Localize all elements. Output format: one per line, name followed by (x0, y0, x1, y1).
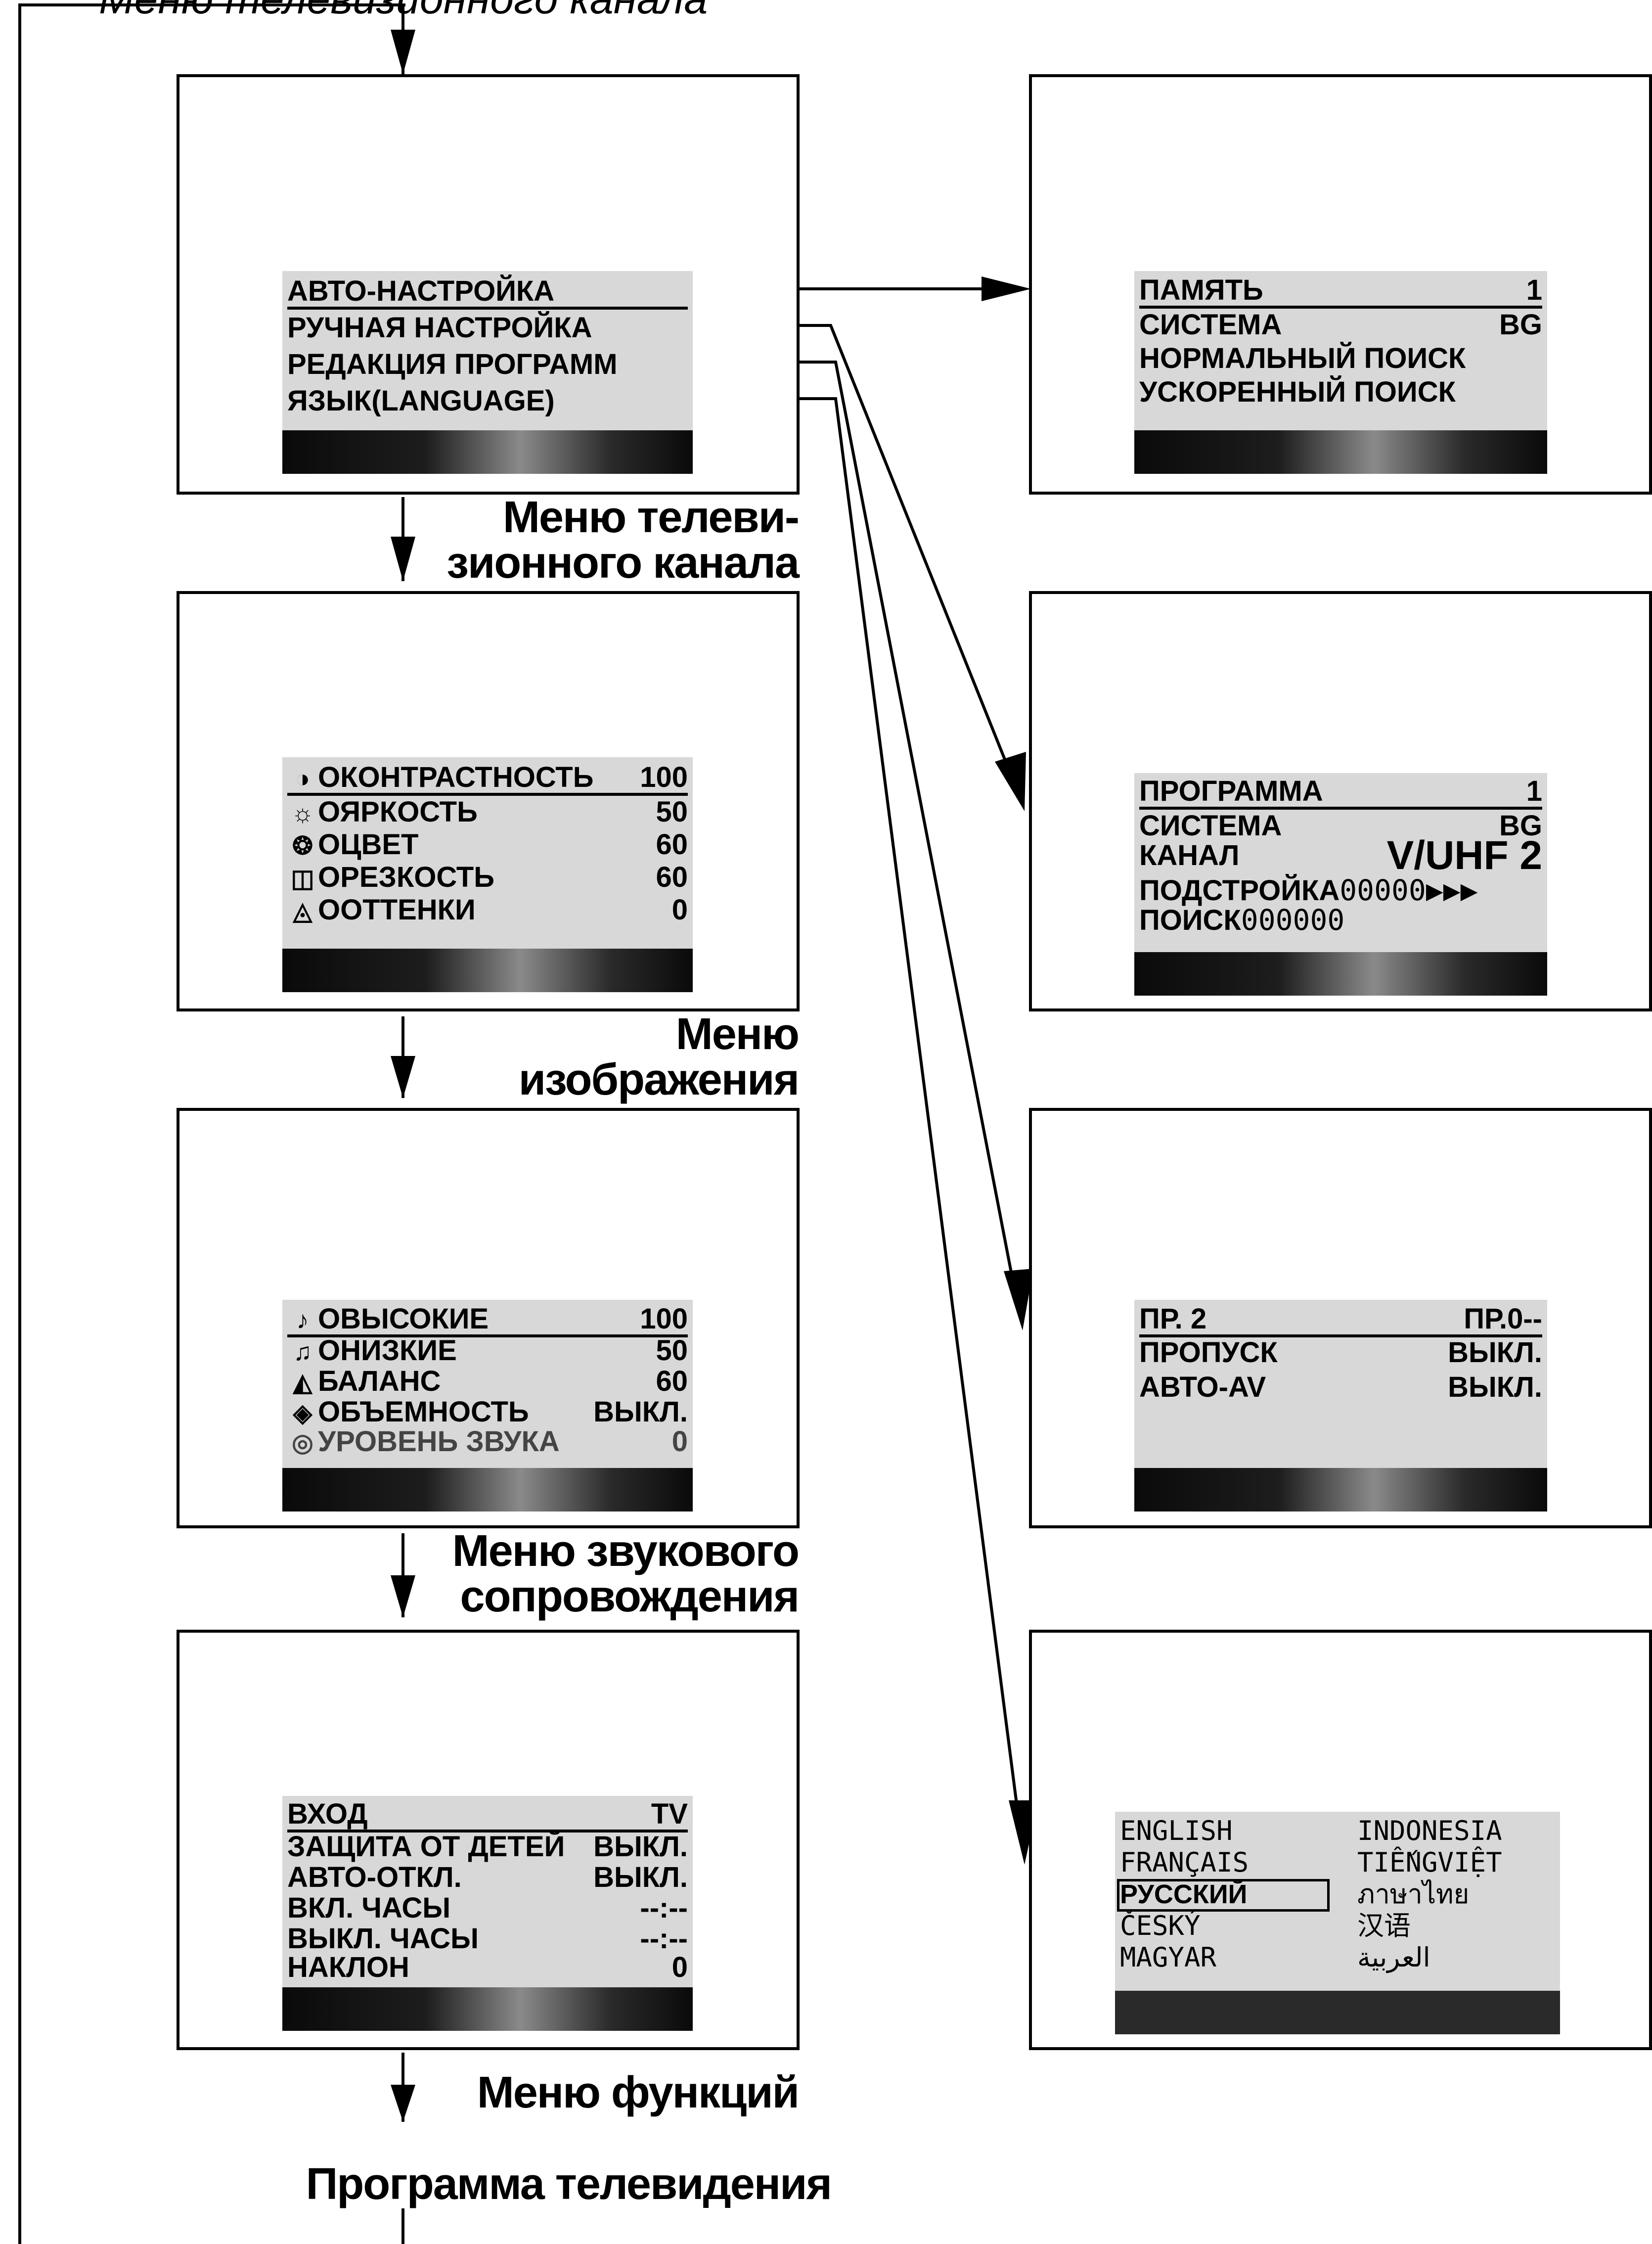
function-item-off-timer[interactable]: ВЫКЛ. ЧАСЫ--:-- (287, 1923, 688, 1955)
menu-item-auto-tuning[interactable]: АВТО-НАСТРОЙКА (287, 276, 688, 310)
function-item-auto-off[interactable]: АВТО-ОТКЛ.ВЫКЛ. (287, 1861, 688, 1893)
language-option-french[interactable]: FRANÇAIS (1120, 1847, 1249, 1878)
color-icon: ❂ (292, 832, 313, 860)
top-caption: Меню телевизионного канала (99, 0, 708, 22)
treble-icon: ♪ (296, 1306, 309, 1334)
language-option-chinese[interactable]: 汉语 (1357, 1911, 1411, 1941)
menu-item-language[interactable]: ЯЗЫК(LANGUAGE) (287, 385, 555, 417)
sound-caption: Меню звукового сопровождения (452, 1526, 800, 1621)
tint-icon: ◬ (293, 897, 313, 925)
brightness-icon: ☼ (291, 799, 314, 827)
language-option-vietnamese[interactable]: TIẾNGVIỆT (1357, 1847, 1502, 1878)
menu-footer-bar (282, 1987, 693, 2031)
menu-footer-bar (282, 430, 693, 474)
menu-footer-bar (1134, 430, 1547, 474)
tv-channel-menu: АВТО-НАСТРОЙКА РУЧНАЯ НАСТРОЙКА РЕДАКЦИЯ… (282, 271, 693, 474)
language-menu: ENGLISH FRANÇAIS РУССКИЙ ČESKÝ MAGYAR IN… (1115, 1812, 1560, 2034)
language-option-czech[interactable]: ČESKÝ (1120, 1910, 1201, 1941)
language-option-indonesian[interactable]: INDONESIA (1357, 1815, 1502, 1846)
volume-icon: ◎ (292, 1429, 313, 1457)
bottom-caption: Программа телевидения (306, 2159, 832, 2209)
tv-channel-caption: Меню телеви- зионного канала (446, 493, 800, 588)
manual-item-fine-tune[interactable]: ПОДСТРОЙКА00000▶▶▶ (1139, 873, 1478, 907)
bass-icon: ♫ (293, 1338, 312, 1366)
function-caption: Меню функций (477, 2068, 800, 2117)
language-option-english[interactable]: ENGLISH (1120, 1815, 1233, 1846)
language-option-hungarian[interactable]: MAGYAR (1120, 1942, 1217, 1973)
menu-item-program-edit[interactable]: РЕДАКЦИЯ ПРОГРАММ (287, 348, 618, 380)
contrast-icon: ◑ (295, 765, 311, 792)
sharpness-icon: ◫ (291, 865, 314, 892)
language-selection-box (1117, 1879, 1330, 1912)
top-loop-line (18, 3, 99, 2244)
auto-item-normal-search[interactable]: НОРМАЛЬНЫЙ ПОИСК (1139, 342, 1466, 374)
menu-footer-bar (282, 949, 693, 992)
language-screen: ENGLISH FRANÇAIS РУССКИЙ ČESKÝ MAGYAR IN… (1029, 1630, 1652, 2050)
menu-footer-bar (1115, 1991, 1560, 2034)
tv-channel-screen: АВТО-НАСТРОЙКА РУЧНАЯ НАСТРОЙКА РЕДАКЦИЯ… (177, 74, 800, 495)
balance-icon: ◭ (293, 1369, 313, 1396)
function-item-on-timer[interactable]: ВКЛ. ЧАСЫ--:-- (287, 1892, 688, 1924)
auto-item-fast-search[interactable]: УСКОРЕННЫЙ ПОИСК (1139, 376, 1456, 408)
language-option-thai[interactable]: ภาษาไทย (1357, 1879, 1470, 1909)
manual-item-search[interactable]: ПОИСК000000 (1139, 903, 1345, 937)
menu-item-manual-tuning[interactable]: РУЧНАЯ НАСТРОЙКА (287, 312, 592, 344)
language-option-russian[interactable]: РУССКИЙ (1120, 1879, 1248, 1909)
surround-icon: ◈ (293, 1399, 313, 1427)
language-option-arabic[interactable]: العربية (1357, 1943, 1430, 1972)
menu-footer-bar (1134, 1468, 1547, 1511)
picture-caption: Меню изображения (518, 1009, 800, 1104)
menu-footer-bar (282, 1468, 693, 1511)
menu-footer-bar (1134, 952, 1547, 996)
